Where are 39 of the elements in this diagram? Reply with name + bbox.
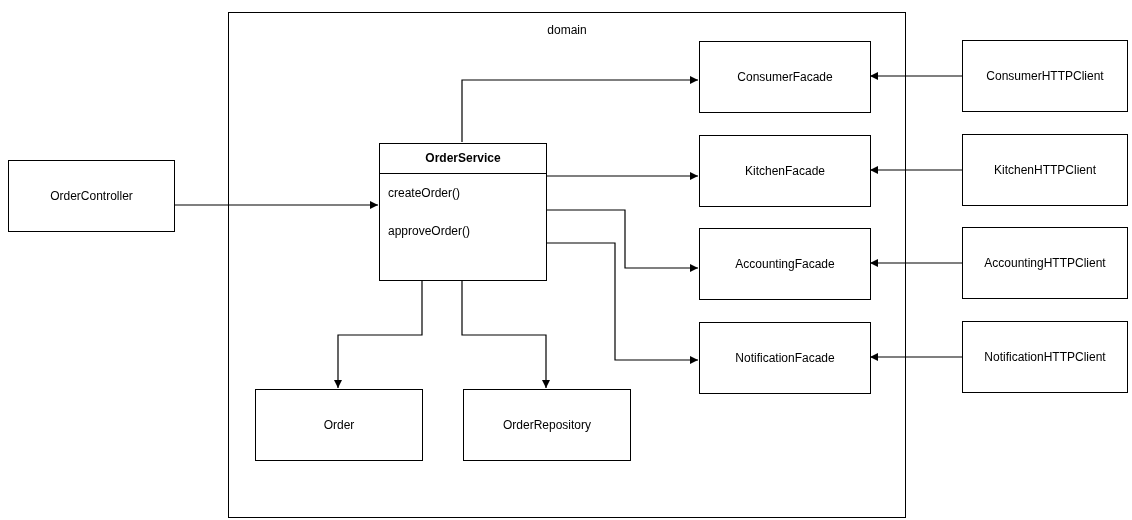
- arrow: [869, 166, 963, 174]
- node-label: AccountingHTTPClient: [984, 256, 1106, 270]
- component-box: [699, 41, 871, 113]
- component-box: [463, 389, 631, 461]
- group-frame: [228, 12, 906, 518]
- node-label: ConsumerFacade: [737, 70, 833, 84]
- node-label: OrderRepository: [503, 418, 591, 432]
- component-box: [962, 227, 1128, 299]
- node-label: KitchenHTTPClient: [993, 163, 1096, 177]
- node-label: AccountingFacade: [735, 257, 835, 271]
- arrow: [869, 259, 963, 267]
- component-box: [699, 135, 871, 207]
- node-label: OrderController: [50, 189, 133, 203]
- component-box: [8, 160, 175, 232]
- node-label: KitchenFacade: [744, 164, 826, 178]
- arrow: [545, 242, 699, 364]
- node-label: ConsumerHTTPClient: [986, 69, 1104, 83]
- component-box: [699, 322, 871, 394]
- arrow: [545, 172, 699, 180]
- component-box: [255, 389, 423, 461]
- arrow: [869, 353, 963, 361]
- class-box: [379, 143, 547, 281]
- component-box: [962, 321, 1128, 393]
- arrow: [461, 76, 699, 143]
- component-box: [962, 40, 1128, 112]
- arrow: [545, 209, 699, 272]
- arrow: [461, 279, 550, 389]
- arrow: [334, 279, 423, 389]
- arrow: [174, 201, 379, 209]
- node-label: NotificationHTTPClient: [984, 350, 1106, 364]
- node-label: NotificationFacade: [735, 351, 835, 365]
- component-box: [962, 134, 1128, 206]
- method-label: createOrder(): [387, 185, 462, 202]
- node-label: Order: [323, 418, 355, 432]
- arrow: [869, 72, 963, 80]
- group-title: domain: [547, 23, 587, 37]
- method-label: approveOrder(): [387, 223, 472, 240]
- class-name: OrderService: [380, 144, 546, 174]
- component-box: [699, 228, 871, 300]
